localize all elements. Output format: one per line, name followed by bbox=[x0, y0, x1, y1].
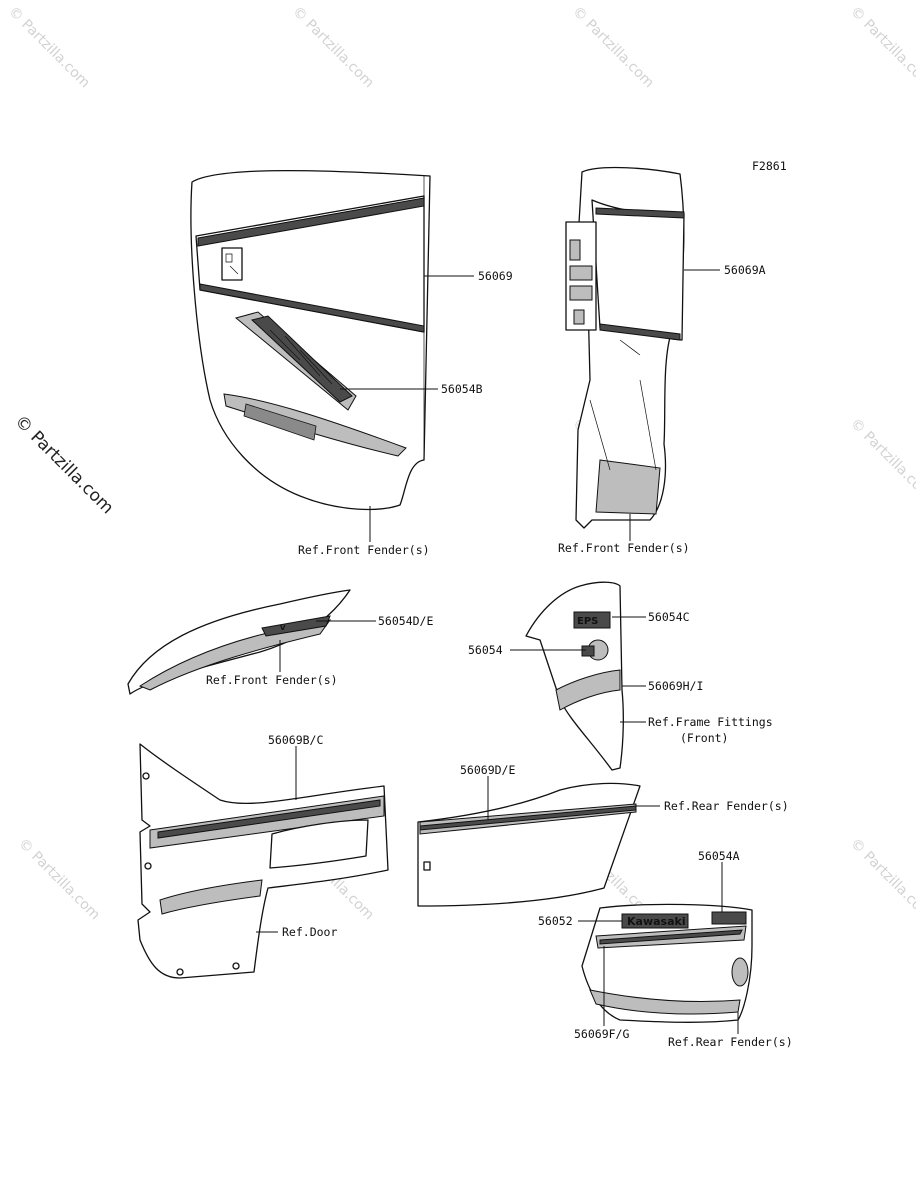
callout-ref-door: Ref.Door bbox=[282, 925, 337, 939]
frame-column bbox=[565, 166, 685, 529]
callout-56069: 56069 bbox=[478, 269, 513, 283]
stripe-logo-text: V bbox=[280, 624, 286, 632]
eps-logo-text: EPS bbox=[577, 616, 598, 627]
callout-56069a: 56069A bbox=[724, 263, 766, 277]
callout-56069de: 56069D/E bbox=[460, 763, 515, 777]
leader-lines bbox=[256, 269, 739, 1034]
callout-ref-frame-fittings: Ref.Frame Fittings bbox=[648, 715, 773, 729]
callout-ref-front-fender-1: Ref.Front Fender(s) bbox=[298, 543, 430, 557]
watermark-tile: © Partzilla.com bbox=[5, 4, 93, 92]
callout-ref-rear-fender-1: Ref.Rear Fender(s) bbox=[664, 799, 789, 813]
callout-56069fg: 56069F/G bbox=[574, 1027, 629, 1041]
callout-56054de: 56054D/E bbox=[378, 614, 433, 628]
callout-labels: 56069 56069A 56054B Ref.Front Fender(s) … bbox=[206, 263, 793, 1049]
callout-56052: 56052 bbox=[538, 914, 573, 928]
callout-ref-frame-fittings-front: (Front) bbox=[680, 731, 728, 745]
rear-fender-side bbox=[417, 782, 641, 907]
watermark-tile: © Partzilla.com bbox=[847, 416, 916, 504]
watermark-tile: © Partzilla.com bbox=[289, 4, 377, 92]
watermark-tile: © Partzilla.com bbox=[15, 836, 103, 924]
watermark-side: © Partzilla.com bbox=[10, 411, 117, 518]
watermark-tile: © Partzilla.com bbox=[847, 836, 916, 924]
callout-ref-rear-fender-2: Ref.Rear Fender(s) bbox=[668, 1035, 793, 1049]
callout-56054: 56054 bbox=[468, 643, 503, 657]
rear-fender-panel: Kawasaki bbox=[581, 903, 753, 1023]
fender-stripe: V bbox=[127, 589, 351, 695]
callout-56054c: 56054C bbox=[648, 610, 690, 624]
watermark-tile: © Partzilla.com bbox=[569, 4, 657, 92]
callout-56069hi: 56069H/I bbox=[648, 679, 703, 693]
callout-56054b: 56054B bbox=[441, 382, 483, 396]
watermark-tile: © Partzilla.com bbox=[847, 4, 916, 92]
callout-ref-front-fender-3: Ref.Front Fender(s) bbox=[206, 673, 338, 687]
door-panel bbox=[137, 743, 389, 979]
frame-fitting-front: EPS bbox=[525, 581, 624, 771]
front-fender-panel bbox=[190, 169, 431, 511]
figure-code: F2861 bbox=[752, 159, 787, 173]
callout-56054a: 56054A bbox=[698, 849, 740, 863]
callout-ref-front-fender-2: Ref.Front Fender(s) bbox=[558, 541, 690, 555]
callout-56069bc: 56069B/C bbox=[268, 733, 323, 747]
kawasaki-logo-text: Kawasaki bbox=[627, 915, 686, 928]
